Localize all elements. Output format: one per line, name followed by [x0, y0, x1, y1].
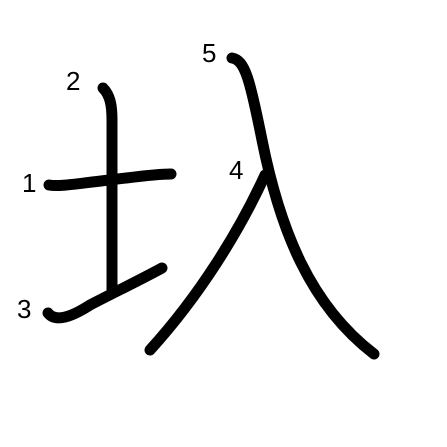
- stroke-3: [42, 262, 168, 324]
- stroke-label-5: 5: [202, 38, 216, 68]
- stroke-label-4: 4: [229, 155, 243, 185]
- stroke-2: [97, 82, 118, 296]
- stroke-label-1: 1: [22, 168, 36, 198]
- stroke-4: [144, 169, 271, 356]
- stroke-label-2: 2: [66, 66, 80, 96]
- stroke-label-3: 3: [17, 294, 31, 324]
- stroke-5: [226, 52, 380, 360]
